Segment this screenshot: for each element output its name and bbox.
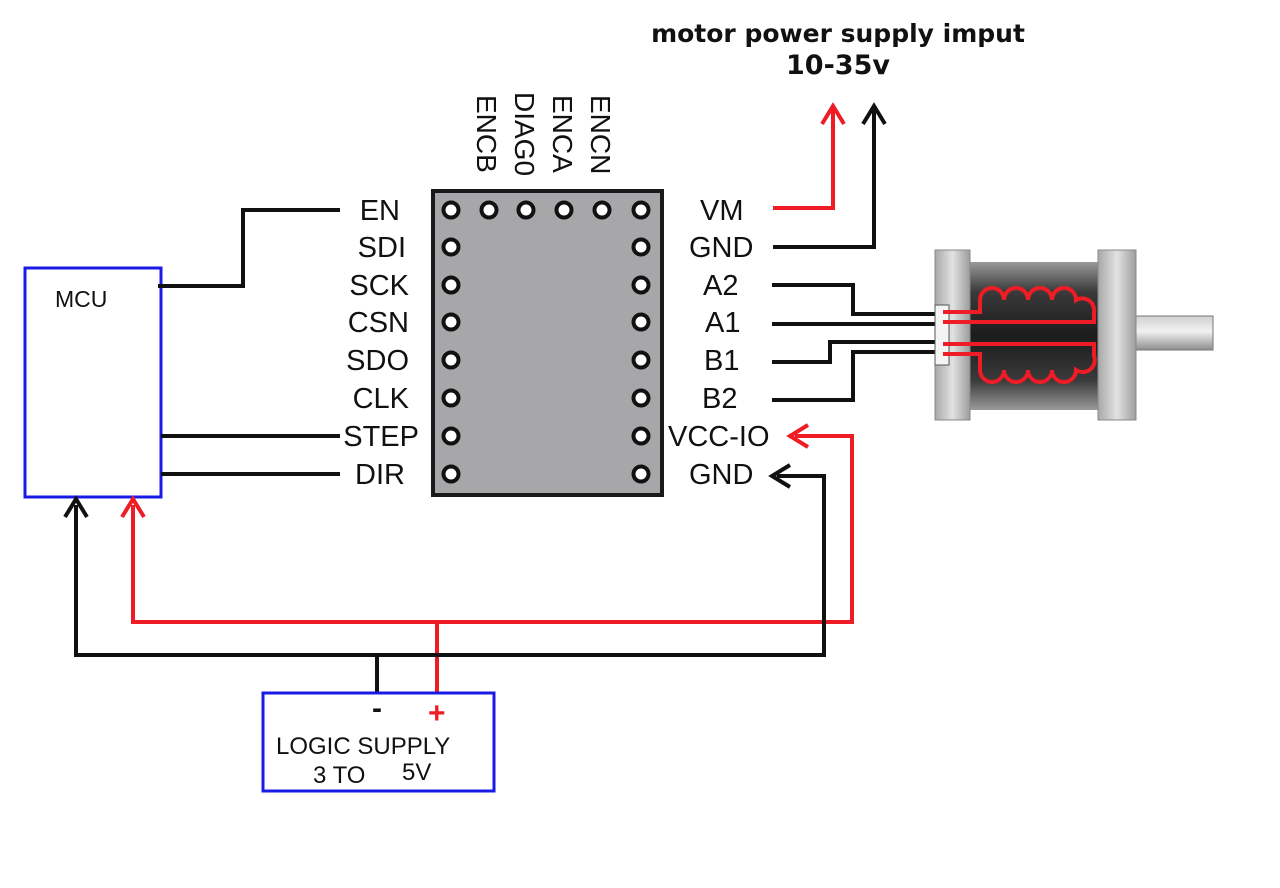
pin-hole [479,200,499,220]
motor-shaft [1125,315,1214,351]
arrow-mcu-negative [63,495,89,519]
pin-label-a2: A2 [703,270,738,302]
pin-label-dir: DIR [355,459,405,491]
pin-hole [592,200,612,220]
arrow-mcu-positive [120,495,146,519]
right-pin-column [631,237,651,484]
pin-hole [441,312,461,332]
stepper-motor [934,249,1214,421]
title-line-2: 10-35v [786,50,890,81]
logic-supply-box [261,691,496,793]
arrow-gnd-motor [861,102,887,126]
wire-logic-negative-driver [377,474,826,657]
pin-label-encn: ENCN [585,95,616,174]
pin-label-sck: SCK [349,270,409,302]
logic-supply-voltage-from: 3 TO [313,762,365,789]
arrow-vm-positive [820,102,846,126]
pin-hole [631,464,651,484]
wire-gnd-motor [773,110,876,249]
pin-hole [441,464,461,484]
pin-label-b1: B1 [704,345,739,377]
pin-hole [441,200,461,220]
pin-label-sdo: SDO [346,345,409,377]
wire-vm-positive [773,110,835,210]
top-pin-row [441,200,651,220]
wire-b2 [772,350,940,402]
pin-hole [441,350,461,370]
pin-hole [631,312,651,332]
arrow-gnd-logic [768,463,792,489]
pin-label-clk: CLK [353,383,410,415]
pin-hole [441,237,461,257]
mcu-label: MCU [55,286,107,312]
logic-supply-voltage-to: 5V [402,759,431,786]
pin-hole [441,388,461,408]
wire-logic-positive-driver [437,434,854,624]
pin-label-sdi: SDI [358,232,406,264]
pin-hole [631,350,651,370]
arrow-vcc-io [786,423,810,449]
pin-label-vcc-io: VCC-IO [668,421,770,453]
pin-label-vm: VM [700,195,744,227]
wire-a2 [772,283,940,316]
driver-board [431,189,664,497]
pin-label-diag0: DIAG0 [509,92,540,176]
logic-supply-minus: - [372,692,382,725]
pin-label-gnd-motor: GND [689,232,753,264]
pin-hole [441,426,461,446]
logic-supply-plus: + [428,697,446,730]
pin-hole [631,200,651,220]
pin-hole [516,200,536,220]
wire-b1 [772,340,940,364]
pin-label-a1: A1 [705,307,740,339]
mcu-box [23,266,163,499]
pin-hole [441,275,461,295]
pin-label-b2: B2 [702,383,737,415]
coil-b-icon [943,342,1097,384]
pin-label-encb: ENCB [471,95,502,173]
pin-hole [631,426,651,446]
pin-hole [631,388,651,408]
coil-a-icon [943,286,1097,324]
wire-logic-negative [74,505,379,693]
title-line-1: motor power supply imput [651,19,1025,48]
pin-label-en: EN [360,195,400,227]
logic-supply-label: LOGIC SUPPLY [276,733,450,760]
pin-label-step: STEP [343,421,419,453]
wire-logic-positive [131,505,439,693]
left-pin-column [441,237,461,484]
pin-hole [554,200,574,220]
motor-body [968,262,1100,410]
motor-front-cap [1097,249,1137,421]
pin-label-csn: CSN [348,307,409,339]
pin-label-enca: ENCA [547,95,578,173]
pin-hole [631,275,651,295]
wire-en [158,208,340,288]
pin-label-gnd-logic: GND [689,459,753,491]
pin-hole [631,237,651,257]
